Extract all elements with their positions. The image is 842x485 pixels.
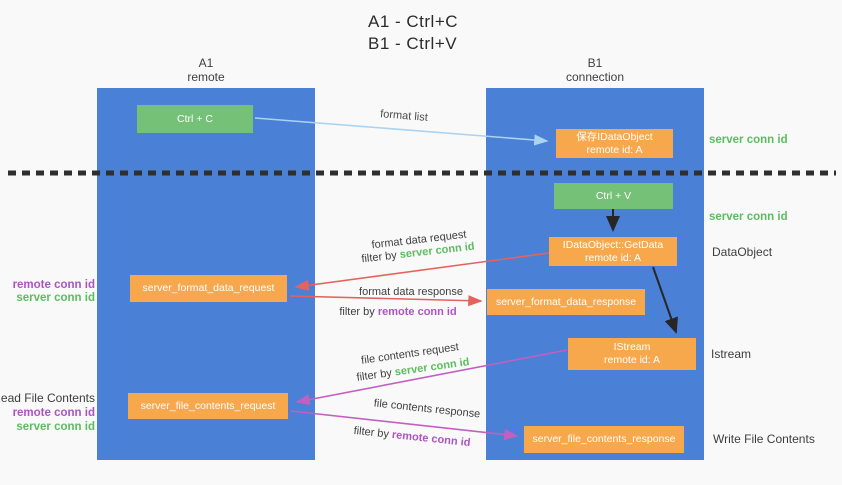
dataobject-side-label: DataObject [712,245,773,259]
save-idataobject-line1: 保存IDataObject [576,130,653,143]
title-line-2: B1 - Ctrl+V [368,34,458,53]
getdata-to-istream-arrow [652,266,678,334]
title-line-1: A1 - Ctrl+C [368,12,459,31]
format-data-response-arrow [289,295,483,307]
ctrl-c-label: Ctrl + C [177,112,213,125]
istream-node: IStream remote id: A [568,338,696,370]
server-format-data-response-node: server_format_data_response [487,289,645,315]
format-data-request-arrow [294,252,550,291]
remote-conn-id-text: remote conn id [377,306,457,318]
server-file-contents-request-node: server_file_contents_request [128,393,288,419]
filter-by-remote-conn-label-1: filter by remote conn id [339,306,456,318]
server-file-contents-response-label: server_file_contents_response [532,433,676,445]
write-file-contents-label: Write File Contents [713,432,815,446]
lane-b-name: B1 [587,56,603,70]
istream-side-label: Istream [711,347,752,361]
file-contents-response-arrow [290,410,519,441]
server-format-data-request-label: server_format_data_request [142,282,275,294]
save-idataobject-line2: remote id: A [586,143,643,156]
lane-b-header: B1 connection [566,56,624,84]
server-conn-id-left-1: server conn id [16,292,95,304]
file-contents-request-arrow [295,349,568,406]
format-data-response-label: format data response [359,286,463,298]
idataobject-getdata-node: IDataObject::GetData remote id: A [549,237,677,266]
ctrl-v-node: Ctrl + V [554,183,673,209]
lane-a-name: A1 [198,56,214,70]
lane-a-header: A1 remote [187,56,224,84]
save-idataobject-node: 保存IDataObject remote id: A [556,129,673,158]
istream-line2: remote id: A [603,354,661,366]
remote-conn-id-left-2: remote conn id [12,407,95,419]
getdata-line2: remote id: A [584,251,642,264]
lane-a-subtitle: remote [187,70,225,84]
server-conn-id-left-2: server conn id [16,421,95,433]
istream-line1: IStream [613,341,651,353]
read-file-contents-label: Read File Contents [0,391,95,405]
ctrl-c-node: Ctrl + C [137,105,253,133]
lane-b-subtitle: connection [565,70,625,84]
remote-conn-id-left-1: remote conn id [12,279,95,291]
format-list-arrow [254,117,549,146]
server-format-data-response-label: server_format_data_response [495,295,637,308]
filter-by-text: filter by [339,306,375,318]
diagram-title: A1 - Ctrl+C B1 - Ctrl+V [368,11,458,55]
server-file-contents-response-node: server_file_contents_response [524,426,684,453]
server-format-data-request-node: server_format_data_request [130,275,287,302]
ctrl-v-label: Ctrl + V [595,189,632,202]
getdata-line1: IDataObject::GetData [562,238,664,251]
server-conn-id-right-mid: server conn id [709,211,788,223]
server-file-contents-request-label: server_file_contents_request [140,399,276,412]
server-conn-id-right-top: server conn id [709,134,788,146]
